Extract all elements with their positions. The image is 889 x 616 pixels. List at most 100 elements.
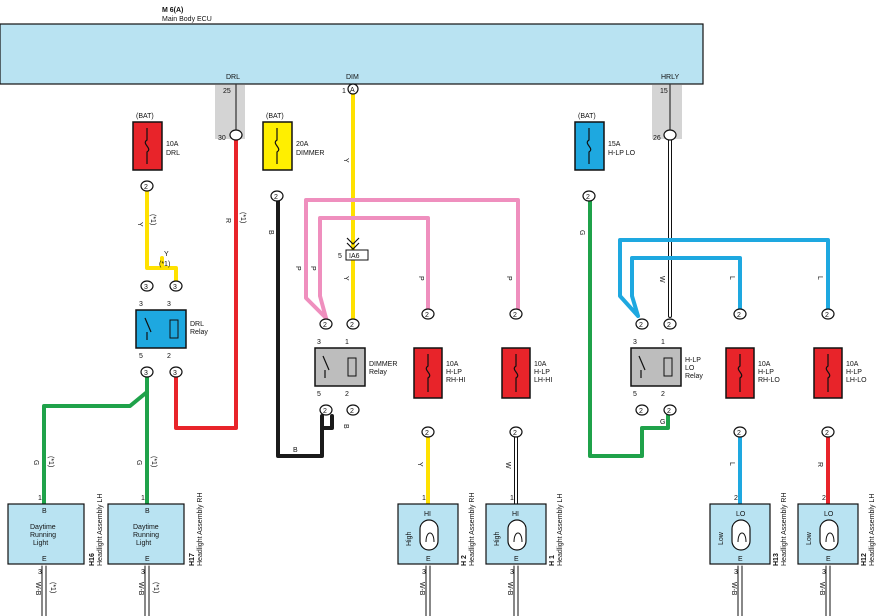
- label-g-relay: G: [660, 419, 665, 426]
- dimmer-relay-pin5: 5: [317, 391, 321, 398]
- cn-lhhi-out: 2: [513, 430, 517, 437]
- cn-dim-t1: 2: [323, 322, 327, 329]
- conn-lhlo-in: [821, 308, 835, 320]
- h2-name: Headlight Assembly RH: [469, 492, 476, 566]
- conn-dimmer-fuse: [270, 190, 284, 202]
- cn-dim-b2: 2: [350, 408, 354, 415]
- cn-drl-fuse: 2: [144, 184, 148, 191]
- label-l-h13: L: [728, 462, 735, 466]
- cn-hlplo-fuse: 2: [586, 194, 590, 201]
- h1-box: [485, 503, 547, 565]
- fuse-rhlo: 10A H-LP RH-LO: [725, 347, 780, 399]
- h16-pin1: 1: [38, 495, 42, 502]
- cn-drl-2: 3: [173, 370, 177, 377]
- dimmer-relay-switch: [322, 355, 330, 378]
- conn-rhhi-out: [421, 426, 435, 438]
- h2-code: H 2: [461, 555, 468, 566]
- conn-lhhi-out: [509, 426, 523, 438]
- load-h1: 1 HI High E 3 H 1 Headlight Assembly LH …: [485, 494, 564, 596]
- h12-wire: W-B: [818, 582, 825, 596]
- ground-wires: [41, 565, 831, 616]
- conn-lhhi-in: [509, 308, 523, 320]
- label-y-branch: Y: [164, 251, 169, 258]
- dimmer-relay-label2: Relay: [369, 369, 387, 376]
- source-fuse-hlplo: (BAT) 15A H-LP LO: [574, 113, 636, 171]
- h2-bulb: [419, 519, 439, 551]
- h2-lamp: High: [406, 531, 413, 546]
- h17-t3: Light: [136, 540, 151, 547]
- h12-filament: [825, 532, 835, 543]
- fuse-lhlo: 10A H-LP LH-LO: [813, 347, 867, 399]
- drl-relay: DRL Relay 3 3 5 2: [135, 301, 208, 360]
- conn-hlplo-fuse: [582, 190, 596, 202]
- fuse-name2-rhlo: RH-LO: [758, 377, 780, 384]
- conn-ecu-26: [663, 129, 677, 141]
- ecu-pin-label-dim: DIM: [346, 74, 359, 81]
- fuse-lhhi: 10A H-LP LH-HI: [501, 347, 552, 399]
- h13-pin1: 2: [734, 495, 738, 502]
- h12-top: LO: [824, 511, 834, 518]
- label-y-dim: Y: [342, 158, 349, 163]
- h13-bulb: [731, 519, 751, 551]
- fuse-name2-lhhi: LH-HI: [534, 377, 552, 384]
- h1-bot: E: [514, 556, 519, 563]
- fuse-amp-rhhi: 10A: [446, 361, 459, 368]
- cn-drl-3a: 3: [144, 284, 148, 291]
- label-star1-r: (*1): [239, 212, 246, 223]
- h2-pin1: 1: [422, 495, 426, 502]
- h13-name: Headlight Assembly RH: [781, 492, 788, 566]
- load-h17: 1 B Daytime Running Light E 3 H17 Headli…: [107, 492, 204, 596]
- h1-pin2: 3: [510, 569, 514, 576]
- h12-name: Headlight Assembly LH: [869, 494, 876, 566]
- conn-ecu-30: [229, 129, 243, 141]
- h17-top: B: [145, 508, 150, 515]
- dimmer-relay-box: [314, 347, 366, 387]
- ecu-name: Main Body ECU: [162, 16, 212, 23]
- h16-code: H16: [89, 553, 96, 566]
- fuse-name1-rhhi: H-LP: [446, 369, 462, 376]
- drl-relay-pin3a: 3: [139, 301, 143, 308]
- fuse-amp-drl: 10A: [166, 141, 179, 148]
- pin-15: 15: [660, 88, 668, 95]
- drl-relay-label1: DRL: [190, 321, 204, 328]
- wire-blue-lo: [618, 238, 830, 318]
- fuse-amp-rhlo: 10A: [758, 361, 771, 368]
- cn-dim-t2: 2: [350, 322, 354, 329]
- cn-lo-t2: 2: [667, 322, 671, 329]
- h2-bot: E: [426, 556, 431, 563]
- ecu-pin-label-hrly: HRLY: [661, 74, 679, 81]
- label-r-h12: R: [816, 462, 823, 467]
- source-fuse-drl: (BAT) 10A DRL: [132, 113, 180, 171]
- conn-drl-relay-5: [140, 366, 154, 378]
- wire-green-drl: [42, 374, 149, 506]
- label-p-3: P: [417, 276, 424, 281]
- load-h2: 1 HI High E 3 H 2 Headlight Assembly RH …: [397, 492, 476, 596]
- label-g-h17: G: [135, 460, 142, 465]
- conn-lhlo-out: [821, 426, 835, 438]
- label-l-1: L: [728, 276, 735, 280]
- pin-25: 25: [223, 88, 231, 95]
- label-p-2: P: [309, 266, 316, 271]
- wire-labels: Y (*1) Y (*1) R (*1) B B B Y Y P P P P Y…: [32, 158, 823, 469]
- label-star1-h17: (*1): [150, 456, 157, 467]
- label-w-hrly: W: [658, 276, 665, 283]
- h12-bulb: [819, 519, 839, 551]
- wire-black-dimmer: [276, 196, 334, 458]
- connector-pin-numbers: 2 2 2 3 3 3 3 2 2 2 2 2 2 2 2 2 2 2 2 2 …: [144, 184, 829, 437]
- junction-box: [345, 249, 369, 261]
- cn-lo-t1: 2: [639, 322, 643, 329]
- fuse-symbol-rhlo: [737, 354, 743, 392]
- conn-ecu-dim-letter: A: [350, 87, 355, 94]
- h13-wire: W-B: [730, 582, 737, 596]
- label-w-h1: W: [504, 462, 511, 469]
- cn-drl-5: 3: [144, 370, 148, 377]
- h13-pin2: 3: [734, 569, 738, 576]
- conn-drl-relay-2: [169, 366, 183, 378]
- bat-label-dimmer: (BAT): [266, 113, 284, 120]
- cn-rhhi-out: 2: [425, 430, 429, 437]
- cn-lhlo-out: 2: [825, 430, 829, 437]
- hlplo-relay-pin3: 3: [633, 339, 637, 346]
- h12-pin1: 2: [822, 495, 826, 502]
- h1-code: H 1: [549, 555, 556, 566]
- h13-top: LO: [736, 511, 746, 518]
